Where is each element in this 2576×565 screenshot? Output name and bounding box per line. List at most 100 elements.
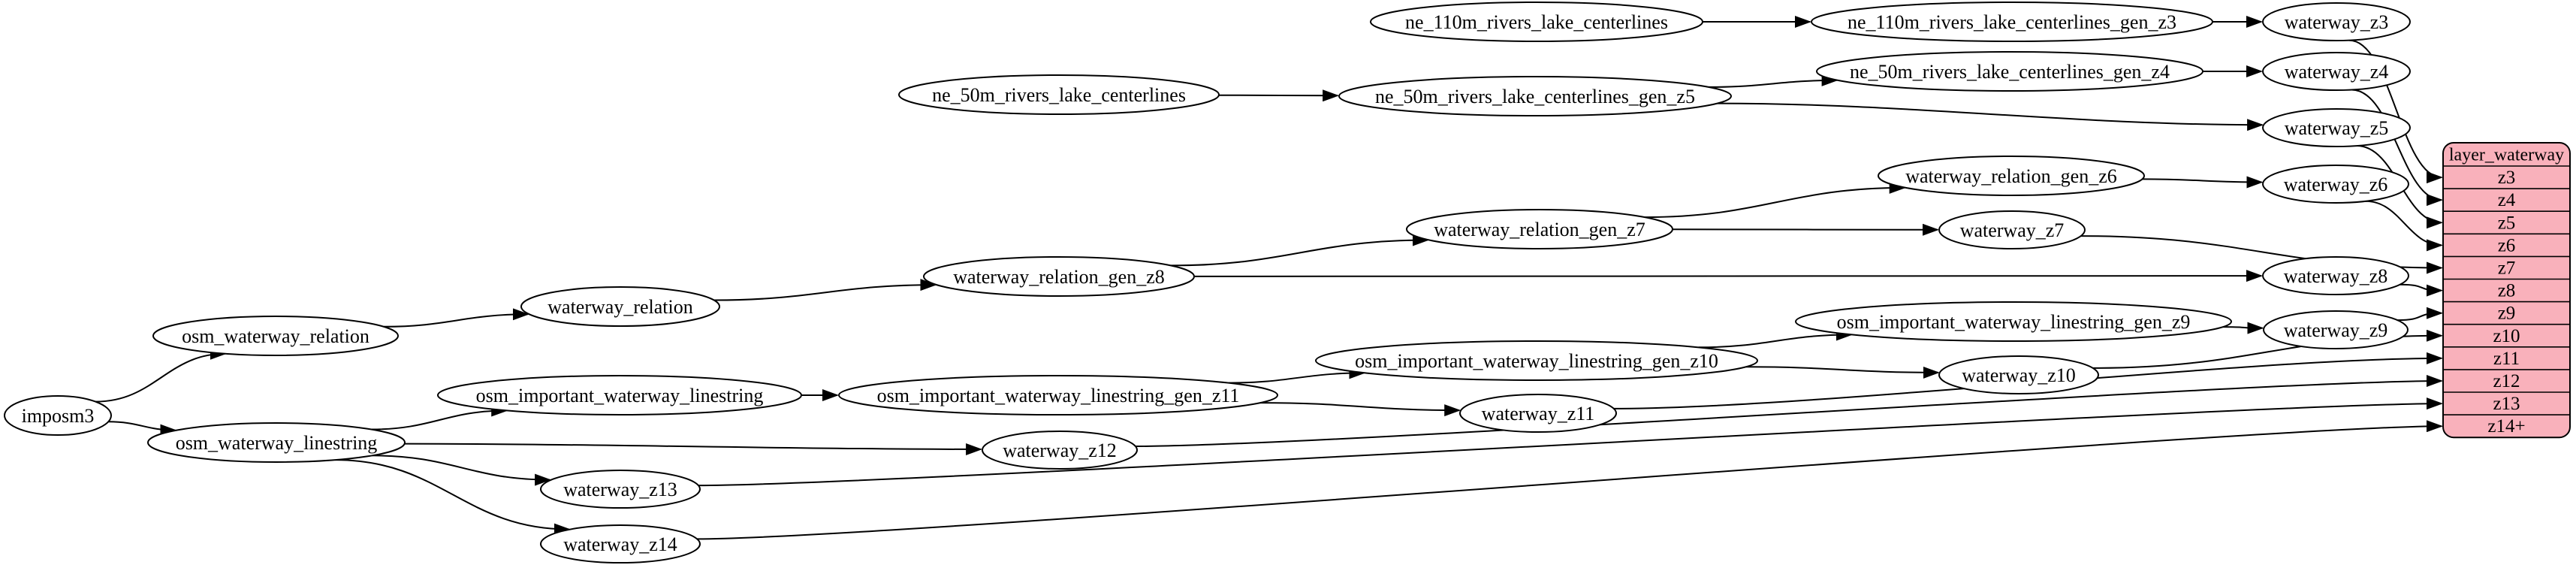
- edge-waterway_z4-to-layer_waterway-z4: [2351, 89, 2443, 207]
- node-osm_important_waterway_linestring_gen_z11: osm_important_waterway_linestring_gen_z1…: [838, 375, 1278, 415]
- node-ellipse-waterway_z9: [2263, 310, 2409, 349]
- table-row-z9: z9: [2498, 304, 2516, 324]
- table-row-z8: z8: [2498, 281, 2516, 301]
- edge-osm_waterway_linestring-to-waterway_z12: [404, 443, 983, 455]
- node-waterway_z13: waterway_z13: [540, 470, 701, 509]
- node-ellipse-waterway_relation_gen_z6: [1878, 156, 2145, 196]
- node-ellipse-ne_110m_rivers_lake_centerlines: [1370, 2, 1703, 42]
- node-ellipse-waterway_z4: [2262, 52, 2411, 91]
- table-layer: layer_waterwayz3z4z5z6z7z8z9z10z11z12z13…: [2442, 142, 2571, 439]
- node-ellipse-osm_waterway_linestring: [147, 422, 406, 463]
- node-label-ne_50m_rivers_lake_centerlines_gen_z4: ne_50m_rivers_lake_centerlines_gen_z4: [1850, 61, 2170, 83]
- table-row-z3: z3: [2498, 168, 2516, 188]
- edge-waterway_z9-to-layer_waterway-z9: [2397, 307, 2443, 322]
- node-waterway_z14: waterway_z14: [540, 524, 701, 563]
- table-row-z5: z5: [2498, 213, 2516, 233]
- node-osm_important_waterway_linestring: osm_important_waterway_linestring: [437, 375, 802, 415]
- node-ellipse-waterway_z7: [1938, 210, 2086, 249]
- table-row-z12: z12: [2493, 371, 2520, 391]
- node-label-waterway_z12: waterway_z12: [1003, 440, 1117, 461]
- edge-ne_50m_rivers_lake_centerlines_gen_z5-to-ne_50m_rivers_lake_centerlines_gen_z4: [1709, 74, 1838, 88]
- node-label-waterway_z9: waterway_z9: [2284, 319, 2388, 341]
- node-label-osm_waterway_relation: osm_waterway_relation: [182, 325, 370, 347]
- node-imposm3: imposm3: [4, 395, 112, 436]
- node-label-osm_important_waterway_linestring_gen_z9: osm_important_waterway_linestring_gen_z9: [1837, 311, 2191, 333]
- node-label-osm_important_waterway_linestring_gen_z11: osm_important_waterway_linestring_gen_z1…: [877, 385, 1240, 406]
- node-ellipse-waterway_relation: [520, 286, 720, 327]
- node-label-waterway_z8: waterway_z8: [2284, 265, 2388, 287]
- node-label-waterway_z10: waterway_z10: [1962, 364, 2076, 386]
- node-waterway_z10: waterway_z10: [1938, 355, 2099, 394]
- edge-waterway_relation-to-waterway_relation_gen_z8: [713, 279, 937, 301]
- edge-waterway_relation_gen_z7-to-waterway_relation_gen_z6: [1645, 181, 1906, 219]
- node-waterway_z5: waterway_z5: [2262, 108, 2411, 147]
- node-label-ne_50m_rivers_lake_centerlines: ne_50m_rivers_lake_centerlines: [932, 84, 1186, 106]
- edge-ne_50m_rivers_lake_centerlines_gen_z5-to-waterway_z5: [1717, 102, 2264, 131]
- table-row-z11: z11: [2493, 349, 2520, 369]
- node-label-waterway_relation_gen_z7: waterway_relation_gen_z7: [1434, 219, 1645, 240]
- node-waterway_relation_gen_z6: waterway_relation_gen_z6: [1878, 156, 2145, 196]
- node-ne_110m_rivers_lake_centerlines: ne_110m_rivers_lake_centerlines: [1370, 2, 1703, 42]
- node-label-waterway_z3: waterway_z3: [2285, 11, 2389, 33]
- node-ellipse-waterway_relation_gen_z8: [923, 256, 1195, 297]
- edge-osm_waterway_linestring-to-waterway_z13: [372, 455, 552, 486]
- node-label-waterway_z7: waterway_z7: [1960, 219, 2065, 241]
- node-ellipse-waterway_z13: [540, 470, 701, 509]
- node-waterway_z11: waterway_z11: [1459, 394, 1617, 433]
- edge-osm_important_waterway_linestring_gen_z11-to-osm_important_waterway_linestring_gen_z10: [1228, 367, 1366, 384]
- node-waterway_z7: waterway_z7: [1938, 210, 2086, 249]
- table-row-z10: z10: [2493, 326, 2520, 346]
- node-ellipse-osm_important_waterway_linestring_gen_z9: [1795, 301, 2232, 342]
- table-body: [2442, 142, 2571, 439]
- node-ellipse-osm_important_waterway_linestring: [437, 375, 802, 415]
- node-ellipse-waterway_z12: [982, 431, 1138, 470]
- table-row-z6: z6: [2498, 235, 2516, 255]
- edge-ne_50m_rivers_lake_centerlines-to-ne_50m_rivers_lake_centerlines_gen_z5: [1218, 89, 1340, 102]
- edge-waterway_relation_gen_z8-to-waterway_relation_gen_z7: [1170, 234, 1429, 267]
- edge-osm_important_waterway_linestring_gen_z10-to-osm_important_waterway_linestring_gen_z9: [1698, 328, 1853, 349]
- edge-imposm3-to-osm_waterway_linestring: [108, 421, 177, 437]
- node-label-waterway_z13: waterway_z13: [563, 479, 677, 500]
- edge-osm_important_waterway_linestring_gen_z11-to-waterway_z11: [1259, 402, 1461, 417]
- edge-osm_important_waterway_linestring_gen_z9-to-waterway_z9: [2222, 322, 2264, 334]
- node-label-waterway_relation_gen_z8: waterway_relation_gen_z8: [953, 266, 1165, 288]
- node-ellipse-osm_important_waterway_linestring_gen_z11: [838, 375, 1278, 415]
- edge-imposm3-to-osm_waterway_relation: [95, 347, 227, 403]
- edge-waterway_z13-to-layer_waterway-z13: [698, 397, 2443, 487]
- node-waterway_z8: waterway_z8: [2262, 256, 2409, 295]
- node-ellipse-waterway_z3: [2262, 2, 2411, 41]
- node-ellipse-osm_important_waterway_linestring_gen_z10: [1315, 340, 1758, 381]
- node-label-ne_110m_rivers_lake_centerlines_gen_z3: ne_110m_rivers_lake_centerlines_gen_z3: [1848, 11, 2176, 33]
- table-row-z13: z13: [2493, 394, 2520, 414]
- node-label-waterway_z14: waterway_z14: [563, 533, 677, 555]
- node-label-imposm3: imposm3: [22, 405, 95, 427]
- node-ellipse-waterway_z11: [1459, 394, 1617, 433]
- node-label-ne_110m_rivers_lake_centerlines: ne_110m_rivers_lake_centerlines: [1405, 11, 1668, 33]
- node-osm_important_waterway_linestring_gen_z9: osm_important_waterway_linestring_gen_z9: [1795, 301, 2232, 342]
- node-label-waterway_z5: waterway_z5: [2285, 117, 2389, 139]
- edge-waterway_z6-to-layer_waterway-z6: [2365, 200, 2443, 252]
- node-label-waterway_z6: waterway_z6: [2284, 174, 2388, 195]
- node-label-ne_50m_rivers_lake_centerlines_gen_z5: ne_50m_rivers_lake_centerlines_gen_z5: [1375, 86, 1695, 107]
- edge-osm_important_waterway_linestring_gen_z10-to-waterway_z10: [1745, 366, 1940, 379]
- node-waterway_relation_gen_z7: waterway_relation_gen_z7: [1406, 209, 1673, 249]
- edge-waterway_relation_gen_z7-to-waterway_z7: [1672, 223, 1939, 236]
- node-ne_110m_rivers_lake_centerlines_gen_z3: ne_110m_rivers_lake_centerlines_gen_z3: [1811, 2, 2213, 42]
- node-osm_important_waterway_linestring_gen_z10: osm_important_waterway_linestring_gen_z1…: [1315, 340, 1758, 381]
- node-ne_50m_rivers_lake_centerlines: ne_50m_rivers_lake_centerlines: [898, 74, 1220, 115]
- node-label-osm_waterway_linestring: osm_waterway_linestring: [176, 432, 378, 454]
- node-ellipse-ne_110m_rivers_lake_centerlines_gen_z3: [1811, 2, 2213, 42]
- node-label-waterway_z11: waterway_z11: [1482, 403, 1595, 425]
- node-ellipse-ne_50m_rivers_lake_centerlines_gen_z4: [1816, 51, 2203, 92]
- node-label-waterway_z4: waterway_z4: [2285, 61, 2389, 83]
- edge-waterway_z8-to-layer_waterway-z8: [2400, 283, 2443, 297]
- node-waterway_relation_gen_z8: waterway_relation_gen_z8: [923, 256, 1195, 297]
- node-ne_50m_rivers_lake_centerlines_gen_z4: ne_50m_rivers_lake_centerlines_gen_z4: [1816, 51, 2203, 92]
- table-row-z7: z7: [2498, 258, 2516, 278]
- table-row-z14+: z14+: [2487, 416, 2525, 437]
- table-title: layer_waterway: [2449, 146, 2564, 165]
- node-ellipse-waterway_z10: [1938, 355, 2099, 394]
- edge-osm_waterway_relation-to-waterway_relation: [383, 308, 529, 328]
